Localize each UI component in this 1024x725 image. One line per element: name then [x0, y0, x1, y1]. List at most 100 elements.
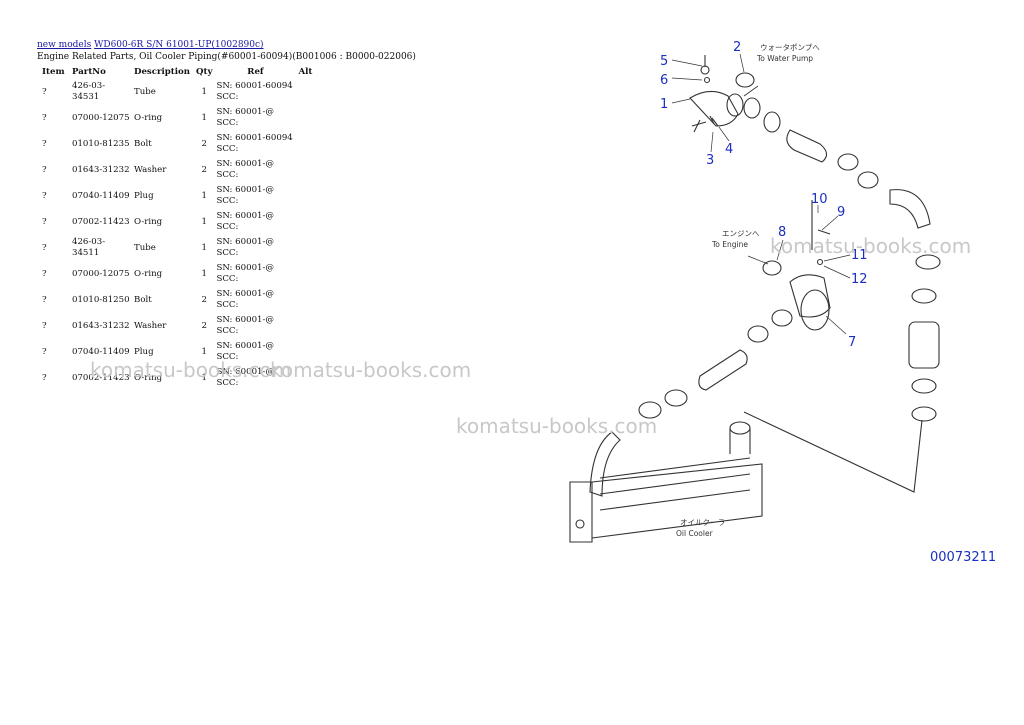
ref-scc: SCC:: [216, 248, 239, 258]
header-alt: Alt: [298, 67, 313, 77]
note-oil-cooler-en: Oil Cooler: [676, 529, 714, 538]
ref-serial: SN: 60001-@: [216, 159, 275, 169]
parts-diagram: 1 2 3 4 5 6 7 8 9 10 11 12 ウォータポンプへ To W…: [569, 40, 941, 543]
cell-alt: [296, 209, 330, 235]
cell-alt: [296, 261, 330, 287]
callout-6: 6: [660, 73, 668, 88]
note-oil-cooler-jp: オイルクーラ: [680, 518, 725, 527]
cell-partno: 07002-11423: [72, 216, 130, 227]
ref-serial: SN: 60001-@: [216, 315, 275, 325]
ref-serial: SN: 60001-@: [216, 107, 275, 117]
cell-qty: 1: [201, 216, 207, 227]
header-partno: PartNo: [72, 67, 106, 77]
callout-3: 3: [706, 153, 714, 168]
oring-2-drawing: [735, 72, 755, 88]
cell-description: O-ring: [134, 268, 163, 279]
tube-7-drawing: [762, 200, 831, 331]
ref-scc: SCC:: [216, 170, 239, 180]
cell-item: ?: [42, 86, 47, 97]
cell-qty: 1: [201, 346, 207, 357]
note-water-pump-en: To Water Pump: [756, 54, 813, 63]
cell-description: Plug: [134, 190, 154, 201]
cell-alt: [296, 287, 330, 313]
cell-partno: 426-03-34511: [72, 237, 106, 258]
cell-description: Washer: [134, 320, 167, 331]
table-header-row: Item PartNo Description Qty Ref Alt: [34, 65, 330, 79]
ref-serial: SN: 60001-@: [216, 289, 275, 299]
watermark: komatsu-books.com: [770, 234, 972, 258]
breadcrumb-new-models-link[interactable]: new models: [37, 40, 92, 50]
cell-qty: 2: [201, 320, 207, 331]
cell-ref: SN: 60001-@SCC:: [214, 209, 296, 235]
ref-serial: SN: 60001-@: [216, 237, 275, 247]
cell-qty: 2: [201, 294, 207, 305]
oil-cooler-drawing: [569, 421, 763, 543]
cell-ref: SN: 60001-@SCC:: [214, 261, 296, 287]
ref-scc: SCC:: [216, 118, 239, 128]
cell-description: Washer: [134, 164, 167, 175]
watermark: komatsu-books.com: [456, 414, 658, 438]
cell-item: ?: [42, 112, 47, 123]
cell-partno: 01643-31232: [72, 320, 130, 331]
header-description: Description: [134, 67, 191, 77]
cell-item: ?: [42, 320, 47, 331]
callout-2: 2: [733, 40, 741, 55]
cell-partno: 01010-81250: [72, 294, 130, 305]
ref-scc: SCC:: [216, 274, 239, 284]
header-ref: Ref: [247, 67, 264, 77]
breadcrumb-model-link[interactable]: WD600-6R S/N 61001-UP(1002890c): [94, 40, 264, 50]
cell-description: Bolt: [134, 138, 152, 149]
cell-partno: 426-03-34531: [72, 81, 106, 102]
cell-ref: SN: 60001-@SCC:: [214, 287, 296, 313]
ref-serial: SN: 60001-@: [216, 341, 275, 351]
ref-serial: SN: 60001-60094: [216, 133, 293, 143]
note-engine-jp: エンジンへ: [722, 229, 760, 238]
header-item: Item: [42, 67, 65, 77]
note-water-pump-jp: ウォータポンプへ: [760, 43, 820, 52]
note-engine-en: To Engine: [711, 240, 748, 249]
cell-alt: [296, 235, 330, 261]
watermark: komatsu-books.com: [90, 358, 292, 382]
cell-description: Plug: [134, 346, 154, 357]
cell-qty: 1: [201, 372, 207, 383]
callout-8: 8: [778, 225, 786, 240]
ref-serial: SN: 60001-60094: [216, 81, 293, 91]
cell-item: ?: [42, 190, 47, 201]
cell-qty: 1: [201, 242, 207, 253]
cell-ref: SN: 60001-@SCC:: [214, 105, 296, 131]
cell-qty: 1: [201, 268, 207, 279]
cell-alt: [296, 183, 330, 209]
callout-11: 11: [851, 248, 868, 263]
ref-serial: SN: 60001-@: [216, 211, 275, 221]
header-qty: Qty: [196, 67, 213, 77]
cell-qty: 1: [201, 112, 207, 123]
cell-qty: 2: [201, 164, 207, 175]
callout-7: 7: [848, 335, 856, 350]
cell-item: ?: [42, 242, 47, 253]
ref-serial: SN: 60001-@: [216, 263, 275, 273]
cell-description: O-ring: [134, 372, 163, 383]
cell-partno: 07000-12075: [72, 112, 130, 123]
ref-scc: SCC:: [216, 222, 239, 232]
cell-alt: [296, 105, 330, 131]
upper-hose-drawing: [743, 97, 941, 493]
callout-1: 1: [660, 97, 668, 112]
ref-scc: SCC:: [216, 300, 239, 310]
ref-scc: SCC:: [216, 378, 239, 388]
watermark: komatsu-books.com: [270, 358, 472, 382]
cell-partno: 01010-81235: [72, 138, 130, 149]
breadcrumb: new models WD600-6R S/N 61001-UP(1002890…: [37, 40, 264, 50]
callout-10: 10: [811, 192, 828, 207]
